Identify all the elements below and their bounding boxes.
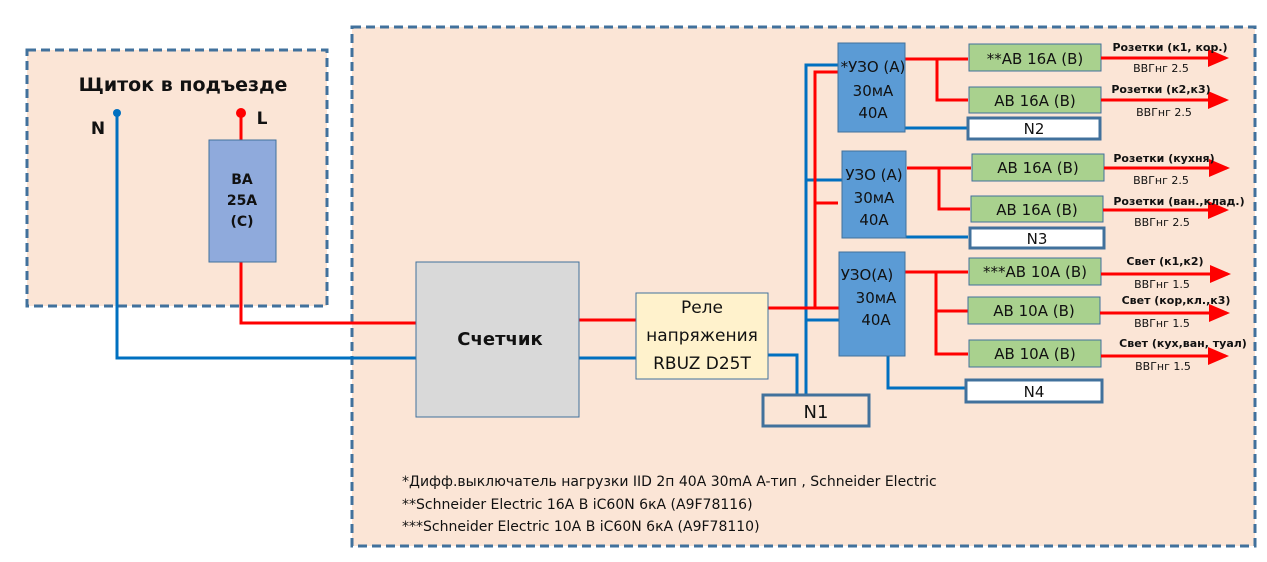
phase-label: L [257,109,268,129]
svg-text:АВ 10А (В): АВ 10А (В) [994,345,1075,363]
neutral-wires [115,63,968,395]
svg-text:**АВ 16А (В): **АВ 16А (В) [987,50,1083,68]
entrance-panel-title: Щиток в подъезде [79,74,288,96]
electricity-meter: Счетчик [415,261,580,418]
svg-text:АВ 16А (В): АВ 16А (В) [997,159,1078,177]
entrance-panel [25,48,329,308]
rcd-2: УЗО (А) 30мА 40А [841,150,907,239]
neutral-terminal [113,109,121,117]
svg-text:30мА: 30мА [853,82,894,100]
footnote: ***Schneider Electric 10A B iC60N 6кА (A… [402,519,760,535]
svg-text:УЗО(А): УЗО(А) [841,266,894,284]
svg-text:АВ 16А (В): АВ 16А (В) [996,201,1077,219]
svg-text:30мА: 30мА [856,289,897,307]
phase-terminal [236,108,246,118]
svg-text:40А: 40А [861,311,891,329]
svg-text:40А: 40А [859,211,889,229]
neutral-bus-n3: N3 [968,226,1106,250]
breaker-3-2: АВ 10А (В) [967,296,1101,325]
neutral-bus-n2: N2 [966,116,1102,141]
footnote: **Schneider Electric 16A B iC60N 6кА (A9… [402,497,753,513]
neutral-bus-n4: N4 [964,378,1104,404]
svg-text:N3: N3 [1027,230,1048,248]
circuit-name: Свет (кор,кл.,к3) [1122,294,1231,307]
svg-text:30мА: 30мА [854,189,895,207]
rcd-1: *УЗО (А) 30мА 40А [837,42,906,133]
svg-text:УЗО (А): УЗО (А) [845,166,902,184]
circuit-name: Розетки (к1, кор.) [1112,41,1227,54]
svg-text:N1: N1 [804,402,829,423]
circuit-name: Розетки (кухня) [1113,152,1214,165]
cable-type: ВВГнг 2.5 [1133,174,1189,187]
breaker-1-1: **АВ 16А (В) [968,43,1102,72]
svg-text:N2: N2 [1024,120,1045,138]
svg-text:RBUZ D25T: RBUZ D25T [653,354,751,374]
cable-type: ВВГнг 2.5 [1133,62,1189,75]
breaker-2-1: АВ 16А (В) [971,153,1105,182]
cable-type: ВВГнг 2.5 [1136,106,1192,119]
svg-text:ВА: ВА [231,172,253,188]
circuit-output-arrows [1100,49,1231,365]
svg-text:25А: 25А [227,193,257,209]
circuit-name: Свет (к1,к2) [1126,255,1203,268]
svg-text:напряжения: напряжения [646,326,758,346]
breaker-3-1: ***АВ 10А (В) [968,257,1102,286]
cable-type: ВВГнг 1.5 [1134,278,1190,291]
svg-text:***АВ 10А (В): ***АВ 10А (В) [983,263,1087,281]
svg-text:*УЗО (А): *УЗО (А) [841,58,906,76]
footnote: *Дифф.выключатель нагрузки IID 2п 40А 30… [402,474,937,490]
cable-type: ВВГнг 1.5 [1135,360,1191,373]
phase-wires [239,57,971,356]
cable-type: ВВГнг 2.5 [1134,216,1190,229]
svg-text:АВ 16А (В): АВ 16А (В) [994,92,1075,110]
circuit-name: Свет (кух,ван, туал) [1119,337,1247,350]
svg-text:40А: 40А [858,104,888,122]
rcd-3: УЗО(А) 30мА 40А [838,251,906,357]
svg-text:Счетчик: Счетчик [457,329,542,350]
svg-text:(С): (С) [230,214,253,230]
circuit-name: Розетки (к2,к3) [1111,83,1210,96]
svg-text:Реле: Реле [681,298,723,318]
neutral-bus-n1: N1 [761,393,871,428]
circuit-name: Розетки (ван.,клад.) [1113,195,1244,208]
cable-type: ВВГнг 1.5 [1134,317,1190,330]
voltage-relay: Реле напряжения RBUZ D25T [635,292,769,380]
breaker-1-2: АВ 16А (В) [968,86,1102,114]
breaker-2-2: АВ 16А (В) [970,195,1104,223]
svg-text:N4: N4 [1024,383,1045,401]
breaker-3-3: АВ 10А (В) [968,339,1102,368]
footnotes: *Дифф.выключатель нагрузки IID 2п 40А 30… [402,474,937,535]
main-breaker: ВА 25А (С) [208,139,277,263]
circuit-labels: Розетки (к1, кор.) ВВГнг 2.5 Розетки (к2… [1111,41,1247,373]
neutral-label: N [91,119,105,139]
svg-text:АВ 10А (В): АВ 10А (В) [993,302,1074,320]
